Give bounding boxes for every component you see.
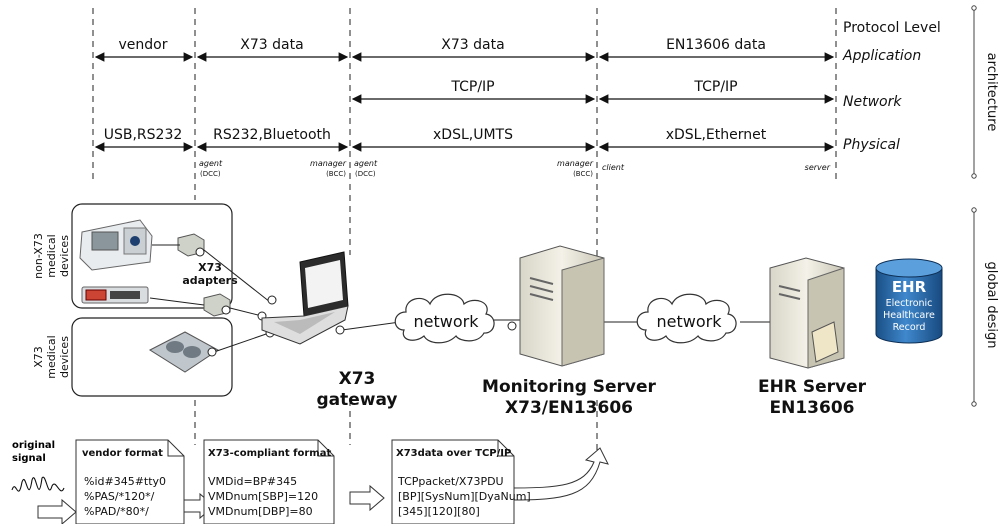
glucose-meter-icon (81, 286, 149, 304)
side-brackets (971, 5, 977, 407)
monitoring-line2: X73/EN13606 (505, 398, 633, 418)
gateway-line1: X73 (339, 369, 376, 389)
ehr-server-line1: EHR Server (758, 377, 867, 397)
ehr-database-icon (875, 258, 943, 344)
level-network: Network (843, 94, 902, 110)
net-tcpip-2: TCP/IP (693, 79, 737, 95)
x73-doc-line: VMDnum[DBP]=80 (208, 505, 313, 518)
app-vendor: vendor (119, 37, 168, 53)
role-client: client (602, 163, 625, 172)
vendor-doc-line: %PAS/*120*/ (84, 490, 155, 503)
architecture-label: architecture (984, 53, 999, 132)
level-application: Application (842, 48, 921, 64)
role-agent-2-sub: (DCC) (355, 170, 376, 178)
x73-line2: medical (45, 335, 58, 378)
role-manager-2: manager (557, 159, 594, 168)
tcp-doc-line: TCPpacket/X73PDU (397, 475, 504, 488)
level-physical: Physical (843, 137, 900, 153)
signal-wave-icon (11, 476, 65, 492)
non-x73-line3: devices (58, 235, 71, 277)
vendor-doc-line: %id#345#tty0 (84, 475, 166, 488)
network-cloud-2 (636, 293, 737, 344)
non-x73-line2: medical (45, 234, 58, 277)
tcp-doc-line: [345][120][80] (398, 505, 480, 518)
role-manager-1-sub: (BCC) (326, 170, 346, 178)
x73-doc-line: VMDid=BP#345 (208, 475, 297, 488)
role-agent-1: agent (199, 159, 223, 168)
adapters-line2: adapters (182, 274, 238, 287)
weight-scale-icon (148, 331, 219, 373)
network-cloud-1 (394, 293, 495, 344)
tcp-doc-line: [BP][SysNum][DyaNum] (398, 490, 531, 503)
gateway-line2: gateway (316, 390, 397, 410)
x73-line1: X73 (32, 346, 45, 368)
x73-line3: devices (58, 336, 71, 378)
role-agent-1-sub: (DCC) (200, 170, 221, 178)
dashed-dividers (92, 8, 837, 455)
role-manager-1: manager (310, 159, 347, 168)
phy-usb-rs232: USB,RS232 (104, 127, 183, 143)
role-agent-2: agent (354, 159, 378, 168)
x73-doc-line: VMDnum[SBP]=120 (208, 490, 318, 503)
vendor-doc-line: %PAD/*80*/ (84, 505, 149, 518)
monitoring-line1: Monitoring Server (482, 377, 657, 397)
phy-rs232-bluetooth: RS232,Bluetooth (213, 127, 331, 143)
laptop-gateway-icon (261, 251, 349, 345)
app-x73-data-1: X73 data (240, 37, 303, 53)
connections (149, 244, 775, 353)
adapters-line1: X73 (198, 261, 222, 274)
non-x73-devices-box (71, 203, 233, 309)
role-manager-2-sub: (BCC) (573, 170, 593, 178)
ehr-db-title: EHR (892, 278, 927, 296)
network-label-1: network (414, 312, 480, 331)
ehr-db-line2: Healthcare (883, 310, 935, 321)
phy-xdsl-umts: xDSL,UMTS (433, 127, 513, 143)
ehr-server-icon (769, 257, 845, 369)
app-x73-data-2: X73 data (441, 37, 504, 53)
signal-line1: original (12, 440, 55, 451)
role-server: server (805, 163, 831, 172)
x73-format-document (203, 439, 335, 524)
signal-line2: signal (12, 453, 46, 464)
app-en13606-data: EN13606 data (666, 37, 766, 53)
net-tcpip-1: TCP/IP (450, 79, 494, 95)
vendor-doc-title: vendor format (82, 448, 163, 459)
x73-doc-title: X73-compliant format (208, 448, 331, 459)
ehr-db-line3: Record (893, 322, 926, 333)
x73-devices-box (71, 317, 233, 397)
ehr-db-line1: Electronic (886, 298, 933, 309)
protocol-level-header: Protocol Level (843, 20, 941, 36)
monitoring-server-icon (519, 245, 605, 367)
blood-pressure-monitor-icon (79, 219, 153, 271)
global-design-label: global design (984, 262, 999, 349)
tcp-doc-title: X73data over TCP/IP (396, 448, 511, 459)
ehr-server-line2: EN13606 (770, 398, 855, 418)
vendor-format-document (75, 439, 185, 524)
tcp-format-document (391, 439, 515, 524)
phy-xdsl-ethernet: xDSL,Ethernet (666, 127, 767, 143)
network-label-2: network (657, 312, 723, 331)
non-x73-line1: non-X73 (32, 233, 45, 279)
